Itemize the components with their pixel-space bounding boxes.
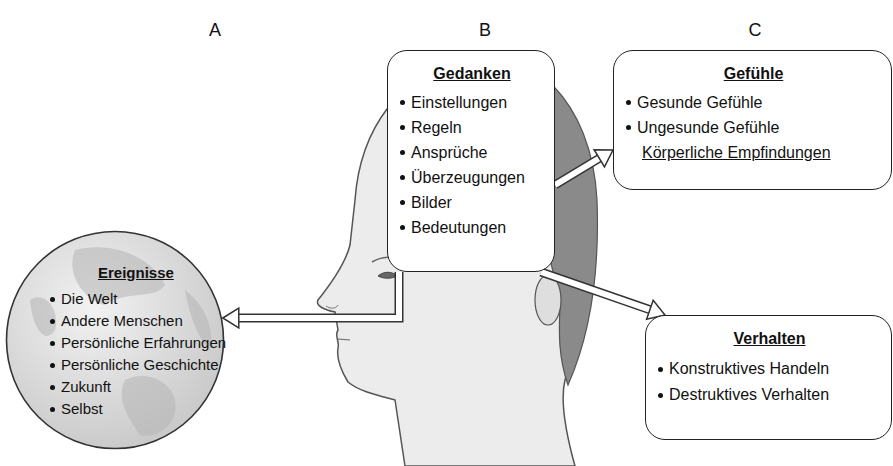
arrow-shaft-outline — [555, 158, 600, 185]
text-row: Ereignisse — [50, 262, 215, 284]
box-heading: Gefühle — [724, 61, 784, 86]
event-globe: EreignisseDie WeltAndere MenschenPersönl… — [5, 230, 225, 450]
text-row: Gedanken — [400, 61, 544, 86]
text-row: Bedeutungen — [400, 215, 544, 240]
text-row: Die Welt — [50, 288, 215, 310]
bullet-dot — [400, 125, 405, 130]
text-row: Bilder — [400, 190, 544, 215]
head-mouth — [338, 339, 350, 340]
bullet-dot — [400, 150, 405, 155]
arrow-shaft-outline — [238, 272, 399, 318]
list-item: Regeln — [411, 115, 462, 140]
category-box: VerhaltenKonstruktives HandelnDestruktiv… — [645, 315, 892, 440]
text-row: Verhalten — [658, 326, 881, 352]
node-content: VerhaltenKonstruktives HandelnDestruktiv… — [646, 316, 891, 418]
category-box: GedankenEinstellungenRegelnAnsprücheÜber… — [387, 50, 555, 272]
arrow-shaft-fill — [555, 158, 600, 185]
text-row: Selbst — [50, 398, 215, 420]
list-item: Bedeutungen — [411, 215, 506, 240]
list-item: Destruktives Verhalten — [669, 382, 829, 408]
text-row: Persönliche Geschichte — [50, 354, 215, 376]
list-item: Zukunft — [61, 376, 111, 398]
box-heading: Verhalten — [733, 326, 805, 352]
column-letter: C — [749, 20, 762, 41]
node-content: EreignisseDie WeltAndere MenschenPersönl… — [5, 230, 225, 430]
list-item: Bilder — [411, 190, 452, 215]
bullet-dot — [50, 363, 55, 368]
continent-shape — [30, 297, 56, 336]
bullet-dot — [400, 100, 405, 105]
list-item: Überzeugungen — [411, 165, 525, 190]
text-row: Destruktives Verhalten — [658, 382, 881, 408]
continent-shape — [122, 376, 176, 436]
text-row: Persönliche Erfahrungen — [50, 332, 215, 354]
text-row: Andere Menschen — [50, 310, 215, 332]
text-row: Körperliche Empfindungen — [626, 140, 881, 165]
bullet-dot — [50, 341, 55, 346]
box-heading: Gedanken — [433, 61, 510, 86]
hollow-arrow — [541, 272, 665, 319]
arrow-shaft-fill — [238, 272, 399, 318]
text-row: Gesunde Gefühle — [626, 90, 881, 115]
text-row: Ansprüche — [400, 140, 544, 165]
list-item: Die Welt — [61, 288, 117, 310]
text-row: Überzeugungen — [400, 165, 544, 190]
bullet-dot — [50, 319, 55, 324]
bullet-dot — [400, 200, 405, 205]
arrow-head — [223, 308, 239, 328]
list-item: Selbst — [61, 398, 103, 420]
list-item: Ungesunde Gefühle — [637, 115, 779, 140]
hollow-arrow — [555, 150, 613, 185]
bullet-dot — [626, 100, 631, 105]
column-letter: B — [479, 20, 491, 41]
list-item: Gesunde Gefühle — [637, 90, 762, 115]
category-box: GefühleGesunde GefühleUngesunde GefühleK… — [613, 50, 892, 190]
bullet-dot — [658, 367, 663, 372]
bullet-dot — [400, 175, 405, 180]
bullet-dot — [50, 407, 55, 412]
head-ear — [535, 275, 561, 325]
node-content: GedankenEinstellungenRegelnAnsprücheÜber… — [388, 51, 554, 250]
bullet-dot — [400, 225, 405, 230]
arrow-shaft-outline — [541, 272, 651, 310]
node-content: GefühleGesunde GefühleUngesunde GefühleK… — [614, 51, 891, 175]
bullet-dot — [626, 125, 631, 130]
column-letter: A — [209, 20, 221, 41]
box-heading: Ereignisse — [98, 262, 174, 284]
arrow-shaft-fill — [541, 272, 651, 310]
list-item: Persönliche Erfahrungen — [61, 332, 226, 354]
text-row: Ungesunde Gefühle — [626, 115, 881, 140]
head-nostril — [326, 305, 338, 308]
bullet-dot — [50, 297, 55, 302]
list-item: Einstellungen — [411, 90, 507, 115]
list-item: Andere Menschen — [61, 310, 183, 332]
bullet-dot — [658, 393, 663, 398]
text-row: Einstellungen — [400, 90, 544, 115]
text-row: Konstruktives Handeln — [658, 356, 881, 382]
head-eye — [378, 272, 397, 278]
list-item: Konstruktives Handeln — [669, 356, 829, 382]
bullet-dot — [50, 385, 55, 390]
text-row: Regeln — [400, 115, 544, 140]
arrow-head — [594, 150, 613, 167]
list-item: Ansprüche — [411, 140, 488, 165]
text-row: Gefühle — [626, 61, 881, 86]
hollow-arrow — [223, 272, 399, 328]
list-item: Persönliche Geschichte — [61, 354, 219, 376]
box-note: Körperliche Empfindungen — [642, 140, 831, 165]
text-row: Zukunft — [50, 376, 215, 398]
